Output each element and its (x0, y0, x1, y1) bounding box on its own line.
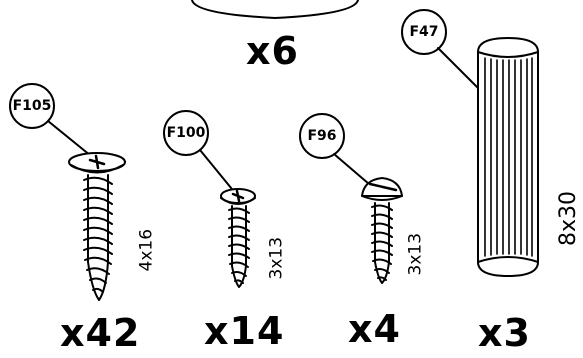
top-part-outline (191, 0, 359, 19)
callout-circle-f105 (9, 83, 55, 129)
part-size-f100: 3x13 (266, 236, 287, 280)
part-code-f96: F96 (307, 128, 337, 144)
part-quantity-f47: x3 (478, 311, 531, 355)
dowel-f47-drawing (401, 9, 539, 277)
screw-f105-drawing (9, 83, 126, 301)
top-part-quantity: x6 (246, 29, 299, 73)
part-quantity-f100: x14 (204, 309, 285, 353)
screw-f96-drawing (299, 113, 403, 284)
callout-circle-f96 (299, 113, 345, 159)
part-quantity-f105: x42 (60, 311, 141, 355)
leader-line-f100 (199, 149, 237, 195)
part-size-f105: 4x16 (136, 228, 157, 272)
screw-f100-drawing (163, 110, 256, 288)
part-quantity-f96: x4 (348, 307, 401, 351)
part-code-f100: F100 (166, 125, 206, 141)
part-size-f96: 3x13 (405, 232, 426, 276)
callout-circle-f100 (163, 110, 209, 156)
part-code-f47: F47 (409, 24, 439, 40)
callout-circle-f47 (401, 9, 447, 55)
part-code-f105: F105 (12, 98, 52, 114)
part-size-f47: 8x30 (556, 190, 581, 246)
